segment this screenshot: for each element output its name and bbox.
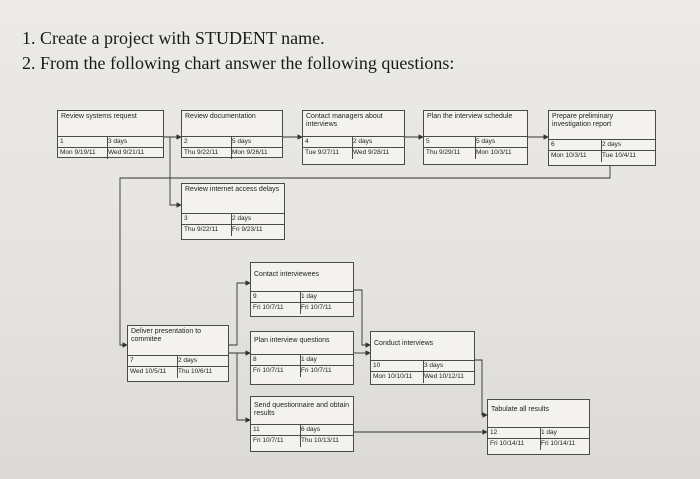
- task-duration: 2 days: [353, 138, 373, 145]
- task-name: Plan interview questions: [254, 337, 330, 344]
- task-name: Tabulate all results: [491, 406, 549, 413]
- question-1: 1. Create a project with STUDENT name.: [22, 28, 325, 48]
- task-id: 7: [128, 356, 178, 367]
- task-node-4[interactable]: Contact managers about interviews 4 2 da…: [302, 110, 405, 165]
- task-finish: Mon 9/26/11: [232, 149, 268, 156]
- task-id: 11: [251, 425, 301, 436]
- task-id: 4: [303, 137, 353, 148]
- task-name: Contact managers about interviews: [306, 113, 383, 128]
- task-name: Contact interviewees: [254, 271, 319, 278]
- task-node-10[interactable]: Conduct interviews 10 3 days Mon 10/10/1…: [370, 331, 475, 385]
- task-duration: 1 day: [541, 429, 557, 436]
- arrow-1-3: [169, 137, 182, 208]
- task-id: 8: [251, 355, 301, 366]
- task-duration: 2 days: [178, 357, 198, 364]
- task-node-1[interactable]: Review systems request 1 3 days Mon 9/19…: [57, 110, 164, 159]
- task-duration: 1 day: [301, 293, 317, 300]
- task-start: Wed 10/5/11: [128, 367, 178, 378]
- task-node-12[interactable]: Tabulate all results 12 1 day Fri 10/14/…: [487, 399, 590, 455]
- task-node-2[interactable]: Review documentation 2 5 days Thu 9/22/1…: [181, 110, 283, 159]
- task-node-6[interactable]: Prepare preliminary investigation report…: [548, 110, 656, 166]
- task-name: Review documentation: [185, 113, 256, 120]
- task-node-9[interactable]: Contact interviewees 9 1 day Fri 10/7/11…: [250, 262, 354, 317]
- task-name: Deliver presentation to commitee: [131, 328, 202, 343]
- task-duration: 2 days: [232, 215, 252, 222]
- task-start: Tue 9/27/11: [303, 148, 353, 159]
- arrow-6-7: [119, 166, 611, 348]
- task-id: 6: [549, 140, 602, 151]
- task-start: Fri 10/7/11: [251, 436, 301, 447]
- task-duration: 1 day: [301, 356, 317, 363]
- arrow-9-10: [354, 289, 371, 348]
- task-node-7[interactable]: Deliver presentation to commitee 7 2 day…: [127, 325, 229, 382]
- task-finish: Thu 10/13/11: [301, 437, 339, 444]
- task-duration: 2 days: [602, 141, 622, 148]
- task-start: Fri 10/7/11: [251, 366, 301, 377]
- task-finish: Fri 10/7/11: [301, 304, 332, 311]
- task-finish: Fri 10/14/11: [541, 440, 576, 447]
- task-node-5[interactable]: Plan the interview schedule 5 5 days Thu…: [423, 110, 528, 165]
- task-finish: Tue 10/4/11: [602, 152, 636, 159]
- task-start: Thu 9/29/11: [424, 148, 476, 159]
- task-name: Plan the interview schedule: [427, 113, 513, 120]
- task-node-8[interactable]: Plan interview questions 8 1 day Fri 10/…: [250, 331, 354, 385]
- task-node-11[interactable]: Send questionnaire and obtain results 11…: [250, 396, 354, 452]
- task-name: Review systems request: [61, 113, 137, 120]
- task-duration: 5 days: [476, 138, 496, 145]
- task-duration: 6 days: [301, 426, 321, 433]
- task-id: 3: [182, 214, 232, 225]
- task-node-3[interactable]: Review internet access delays 3 2 days T…: [181, 183, 285, 240]
- arrow-7-9: [229, 280, 251, 346]
- task-start: Fri 10/14/11: [488, 439, 541, 450]
- task-start: Thu 9/22/11: [182, 225, 232, 236]
- question-2: 2. From the following chart answer the f…: [22, 53, 455, 73]
- task-id: 5: [424, 137, 476, 148]
- task-name: Prepare preliminary investigation report: [552, 113, 614, 128]
- task-finish: Wed 10/12/11: [424, 373, 464, 380]
- task-start: Mon 9/19/11: [58, 148, 108, 159]
- task-name: Review internet access delays: [185, 186, 280, 193]
- task-id: 9: [251, 292, 301, 303]
- task-finish: Mon 10/3/11: [476, 149, 512, 156]
- task-duration: 3 days: [424, 362, 444, 369]
- task-finish: Wed 9/28/11: [353, 149, 390, 156]
- task-start: Mon 10/10/11: [371, 372, 424, 383]
- task-duration: 5 days: [232, 138, 252, 145]
- task-id: 2: [182, 137, 232, 148]
- arrow-10-12: [475, 359, 488, 418]
- task-finish: Fri 10/7/11: [301, 367, 332, 374]
- task-id: 1: [58, 137, 108, 148]
- task-name: Send questionnaire and obtain results: [254, 402, 349, 417]
- task-start: Mon 10/3/11: [549, 151, 602, 162]
- task-duration: 3 days: [108, 138, 128, 145]
- arrow-7-11: [236, 353, 251, 423]
- task-start: Thu 9/22/11: [182, 148, 232, 159]
- task-id: 10: [371, 361, 424, 372]
- task-start: Fri 10/7/11: [251, 303, 301, 314]
- task-finish: Wed 9/21/11: [108, 149, 145, 156]
- task-name: Conduct interviews: [374, 340, 434, 347]
- task-finish: Thu 10/6/11: [178, 368, 213, 375]
- task-finish: Fri 9/23/11: [232, 226, 263, 233]
- task-id: 12: [488, 428, 541, 439]
